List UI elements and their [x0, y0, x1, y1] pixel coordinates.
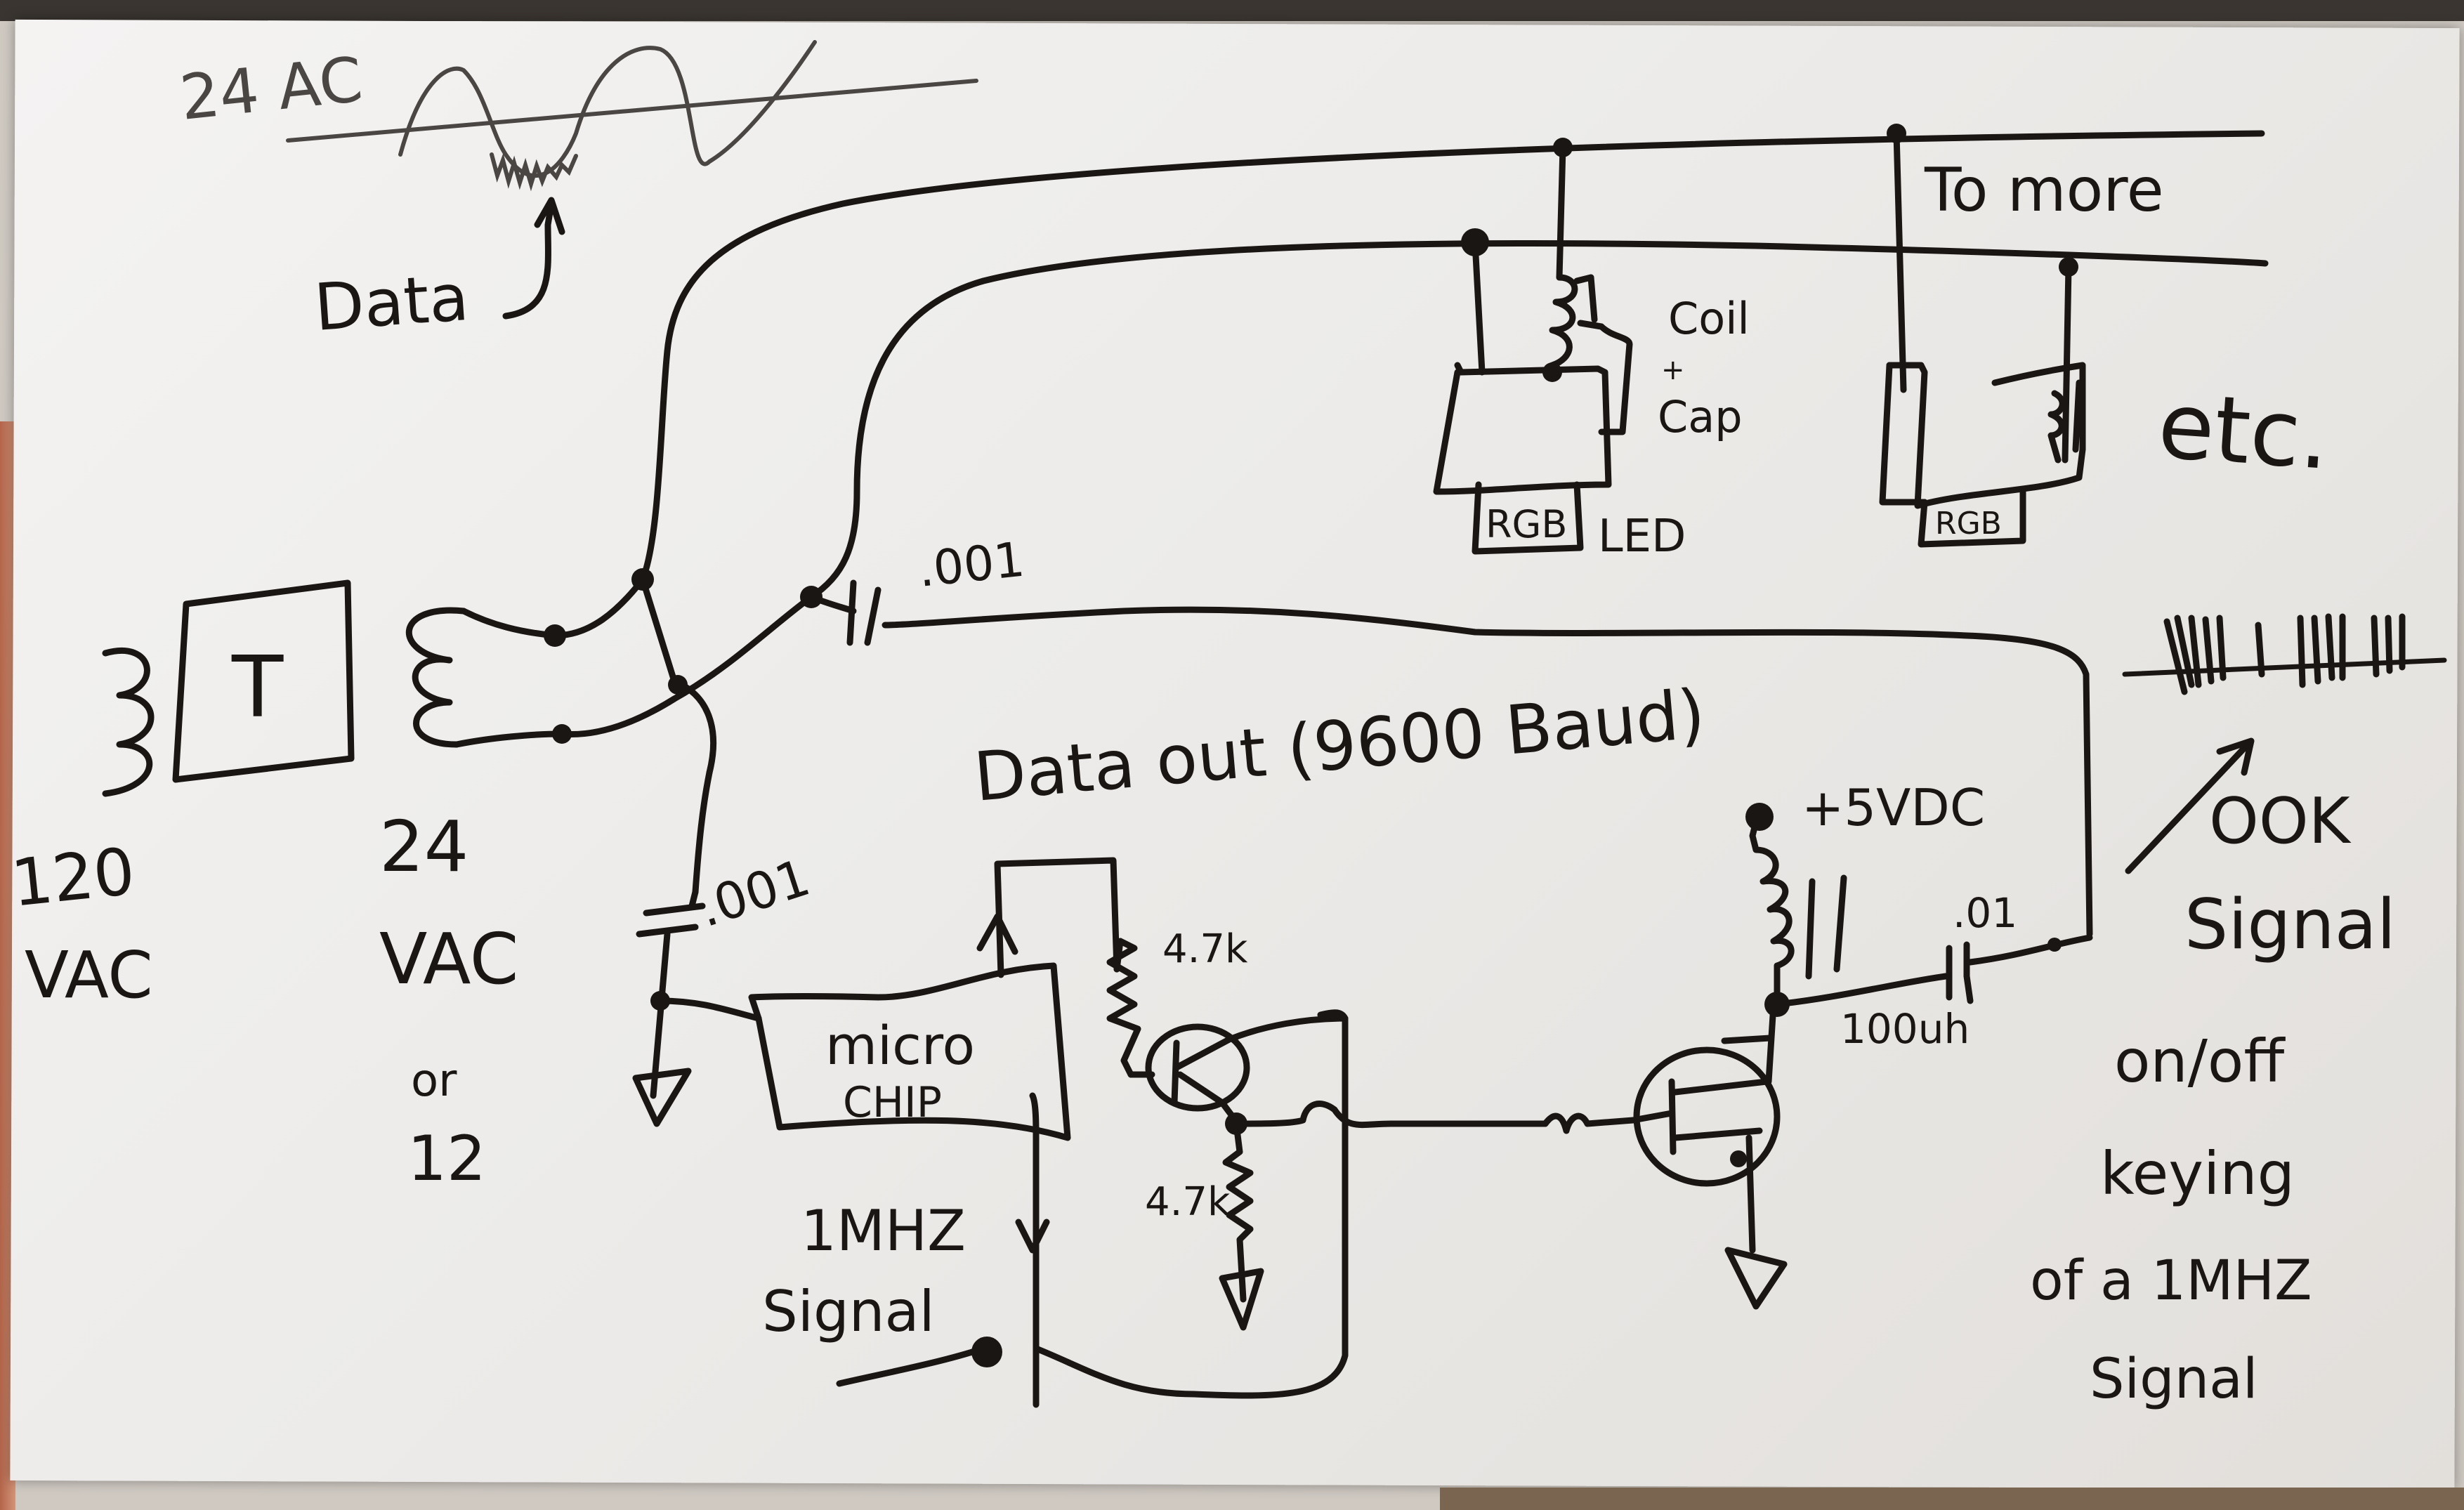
ook-burst-2 — [2255, 622, 2265, 678]
ground-icon — [1724, 1247, 1788, 1310]
resistor-bottom-value: 4.7k — [1145, 1179, 1231, 1225]
coupling-cap-left-value: .001 — [691, 848, 816, 938]
junction-dot — [1542, 362, 1562, 382]
clock-input: 1MHZ Signal — [762, 1009, 1349, 1399]
data-caption: Data — [312, 260, 471, 346]
inductor-icon — [1749, 818, 1795, 1008]
ook-burst-4 — [2371, 613, 2406, 678]
primary-coil-icon — [102, 647, 155, 797]
ac-sine-wave — [398, 40, 817, 178]
microchip: micro CHIP — [657, 857, 1120, 1408]
coil-cap-label-2: + — [1661, 354, 1685, 386]
ook-desc-1: on/off — [2114, 1027, 2286, 1096]
ac-baseline — [286, 79, 978, 143]
bus-wiring — [453, 130, 2269, 895]
data-out-label: Data out (9600 Baud) — [971, 674, 1708, 817]
clock-input-dot — [971, 1337, 1002, 1367]
junction-dot — [552, 724, 572, 744]
secondary-voltage-alt: 12 — [407, 1122, 486, 1195]
resistor-top-icon — [1106, 938, 1141, 1078]
bjt-circle-icon — [1145, 1023, 1250, 1112]
coupling-capacitor-top: .001 — [808, 532, 2093, 938]
led-node-2: RGB etc. To more — [1879, 124, 2333, 548]
rgb-2-box — [1918, 488, 2026, 548]
carpet-fringe — [1440, 1488, 2464, 1510]
junction-dot — [1730, 1150, 1747, 1167]
secondary-voltage-2: VAC — [379, 918, 519, 1000]
ook-baseline — [2122, 657, 2447, 677]
ook-label-1: OOK — [2209, 784, 2352, 858]
inductor-core-icon — [1805, 874, 1847, 980]
bus-line-top — [639, 130, 2265, 583]
coupling-cap-top-value: .001 — [916, 532, 1028, 598]
transistor-stage: 4.7k 4.7k — [1106, 926, 1549, 1331]
data-out-arrow — [976, 857, 1120, 978]
ook-arrow — [2125, 737, 2255, 874]
transformer: T 120 VAC 24 VAC or 12 — [8, 579, 519, 1195]
output-stage: +5VDC 100uh .01 — [1542, 778, 2093, 1310]
supply-label: +5VDC — [1802, 778, 1985, 837]
primary-voltage-2: VAC — [25, 938, 153, 1013]
ook-label-2: Signal — [2184, 885, 2396, 965]
coil-cap-label-3: Cap — [1658, 391, 1743, 442]
secondary-voltage-1: 24 — [379, 806, 468, 888]
led-node-1: RGB LED Coil + Cap — [1433, 138, 1750, 563]
microchip-label-1: micro — [825, 1014, 975, 1077]
ground-icon — [632, 1068, 692, 1127]
coil-cap-label-1: Coil — [1668, 293, 1750, 344]
transformer-label: T — [231, 639, 284, 737]
clock-label-1: 1MHZ — [801, 1198, 966, 1263]
data-arrow — [502, 197, 565, 320]
clock-input-line — [1015, 1092, 1050, 1408]
coil-icon — [2047, 379, 2083, 464]
ook-desc-3: of a 1MHZ — [2030, 1249, 2312, 1313]
ac-waveform-sketch: 24 AC Data — [176, 40, 978, 346]
resistor-bottom-icon — [1222, 1120, 1254, 1303]
bus-line-bottom — [808, 240, 2269, 600]
cap-icon — [1573, 274, 1633, 435]
led-label: LED — [1598, 511, 1686, 563]
clock-label-2: Signal — [762, 1279, 935, 1344]
ook-signal: OOK Signal on/off keying of a 1MHZ Signa… — [2030, 613, 2447, 1411]
led-2-box — [1886, 362, 2086, 509]
microchip-box — [748, 962, 1071, 1141]
ook-desc-2: keying — [2100, 1139, 2295, 1208]
signal-return-line — [882, 606, 2093, 938]
secondary-voltage-or: or — [411, 1055, 457, 1107]
ook-desc-4: Signal — [2090, 1348, 2258, 1411]
output-cap-value: .01 — [1953, 889, 2017, 937]
secondary-coil-icon — [406, 607, 467, 748]
primary-voltage-1: 120 — [8, 834, 138, 921]
supply-terminal-dot — [1745, 803, 1774, 831]
ook-burst-1 — [2163, 615, 2227, 695]
junction-dot — [544, 624, 566, 647]
data-burst — [490, 152, 578, 192]
output-cap-icon — [1946, 941, 1974, 1004]
rgb-2-label: RGB — [1935, 506, 2002, 541]
ac-label: 24 AC — [176, 43, 365, 134]
inductor-value: 100uh — [1840, 1005, 1970, 1053]
transformer-box — [172, 579, 355, 783]
to-more-label: To more — [1924, 155, 2164, 225]
led-1-box — [1433, 362, 1612, 495]
etc-label: etc. — [2155, 372, 2333, 490]
ook-burst-3 — [2297, 613, 2346, 688]
rgb-1-box — [1472, 481, 1584, 555]
coil-icon — [1549, 274, 1578, 376]
coupling-capacitor-left: .001 — [632, 848, 817, 1127]
rgb-1-label: RGB — [1486, 502, 1567, 546]
ground-icon — [1219, 1268, 1264, 1331]
microchip-label-2: CHIP — [843, 1078, 942, 1127]
clock-arrow — [836, 1345, 987, 1387]
junction-dot — [2047, 938, 2062, 952]
resistor-top-value: 4.7k — [1162, 926, 1248, 972]
